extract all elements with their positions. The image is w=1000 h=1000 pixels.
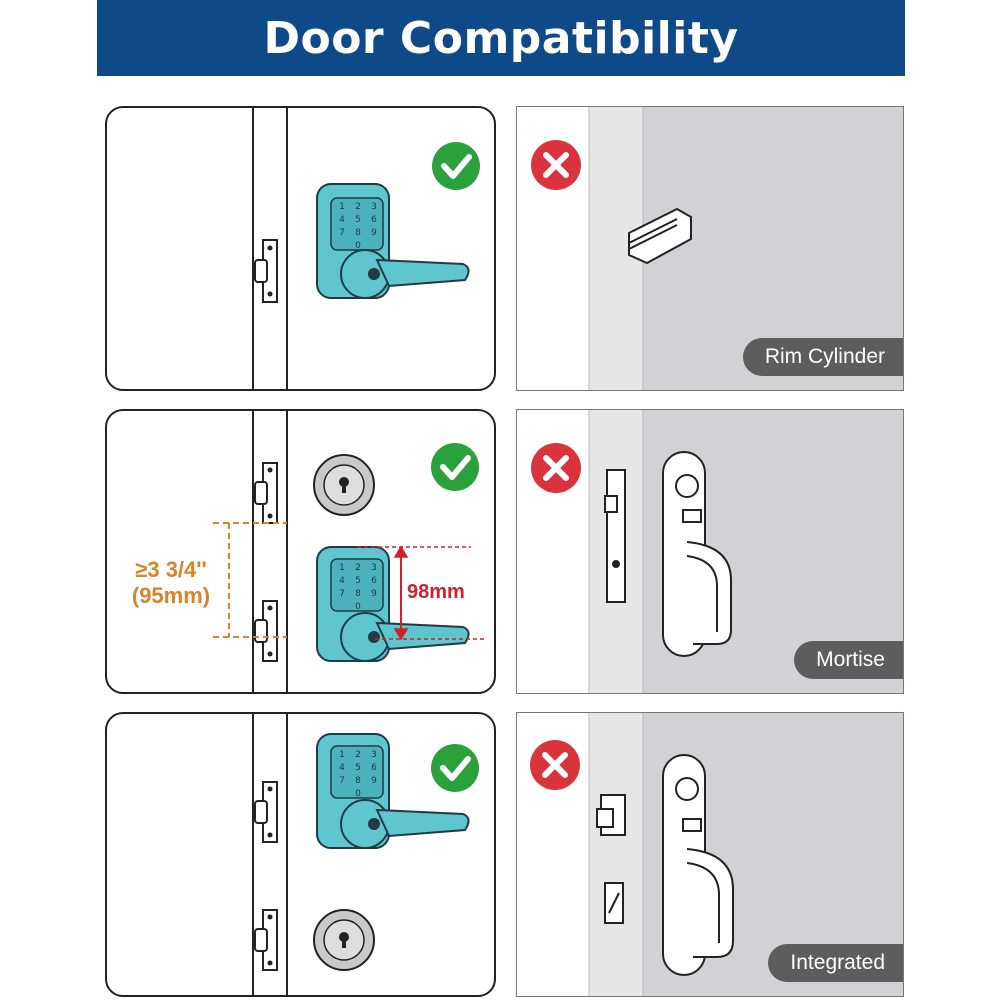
compatible-panel-deadbolt-below: 1 2 3 4 5 6 7 8 9 0 xyxy=(105,712,496,997)
latch-plate-upper xyxy=(254,462,278,524)
smart-lever-lock xyxy=(316,546,470,662)
keypad-key: 0 xyxy=(355,789,361,799)
keypad-key: 2 xyxy=(355,563,361,573)
spacing-label: ≥3 3/4'' (95mm) xyxy=(115,557,227,609)
keypad-key: 7 xyxy=(339,589,345,599)
keypad-key: 0 xyxy=(355,602,361,612)
latch-plate-lower xyxy=(254,600,278,662)
keypad: 1 2 3 4 5 6 7 8 9 0 xyxy=(334,563,382,612)
latch-plate xyxy=(254,239,278,303)
keypad-key: 7 xyxy=(339,228,345,238)
incompatible-panel-integrated: Integrated xyxy=(516,712,904,997)
keypad-key: 7 xyxy=(339,776,345,786)
spacing-imperial: ≥3 3/4'' xyxy=(135,557,207,582)
deadbolt xyxy=(313,454,375,516)
latch-plate-lower xyxy=(254,909,278,971)
cross-icon xyxy=(530,740,580,790)
smart-lever-lock xyxy=(316,733,470,849)
keypad: 1 2 3 4 5 6 7 8 9 0 xyxy=(334,202,382,251)
lock-type-label: Mortise xyxy=(794,641,903,679)
keypad-key: 9 xyxy=(371,776,377,786)
compatible-panel-single-lever: 1 2 3 4 5 6 7 8 9 0 xyxy=(105,106,496,391)
keypad-key: 3 xyxy=(371,563,377,573)
keypad-key: 4 xyxy=(339,576,345,586)
height-dimension xyxy=(357,545,487,641)
keypad-key: 5 xyxy=(355,576,361,586)
keypad-key: 3 xyxy=(371,750,377,760)
keypad-key: 4 xyxy=(339,215,345,225)
keypad-key: 1 xyxy=(339,750,345,760)
keypad-key: 5 xyxy=(355,763,361,773)
height-label: 98mm xyxy=(407,581,465,603)
keypad-key: 8 xyxy=(355,228,361,238)
page-title: Door Compatibility xyxy=(263,12,739,64)
keypad-key: 2 xyxy=(355,202,361,212)
keypad-key: 3 xyxy=(371,202,377,212)
lock-type-label: Rim Cylinder xyxy=(742,338,903,376)
mortise-handle xyxy=(662,451,732,657)
keypad-key: 1 xyxy=(339,563,345,573)
deadbolt xyxy=(313,909,375,971)
compatible-panel-deadbolt-above: 1 2 3 4 5 6 7 8 9 0 ≥3 3/4'' (95mm) 98mm xyxy=(105,409,496,694)
keypad-key: 6 xyxy=(371,576,377,586)
check-icon xyxy=(431,744,479,792)
keypad-key: 9 xyxy=(371,228,377,238)
keypad-key: 9 xyxy=(371,589,377,599)
keypad-key: 1 xyxy=(339,202,345,212)
keypad-key: 2 xyxy=(355,750,361,760)
incompatible-panel-mortise: Mortise xyxy=(516,409,904,694)
keypad: 1 2 3 4 5 6 7 8 9 0 xyxy=(334,750,382,799)
rim-cylinder-hardware xyxy=(628,207,692,265)
smart-lever-lock xyxy=(316,183,470,299)
keypad-key: 0 xyxy=(355,241,361,251)
latch-plate-upper xyxy=(254,781,278,843)
cross-icon xyxy=(531,140,581,190)
keypad-key: 8 xyxy=(355,776,361,786)
keypad-key: 8 xyxy=(355,589,361,599)
spacing-metric: (95mm) xyxy=(131,583,211,608)
integrated-strike-plates xyxy=(596,794,626,924)
integrated-handle xyxy=(662,754,734,976)
lock-type-label: Integrated xyxy=(768,944,903,982)
incompatible-panel-rim-cylinder: Rim Cylinder xyxy=(516,106,904,391)
keypad-key: 5 xyxy=(355,215,361,225)
keypad-key: 6 xyxy=(371,763,377,773)
check-icon xyxy=(431,443,479,491)
cross-icon xyxy=(531,443,581,493)
keypad-key: 6 xyxy=(371,215,377,225)
spacing-dimension xyxy=(213,522,287,638)
keypad-key: 4 xyxy=(339,763,345,773)
mortise-faceplate xyxy=(604,469,626,603)
title-banner: Door Compatibility xyxy=(97,0,905,76)
check-icon xyxy=(432,142,480,190)
